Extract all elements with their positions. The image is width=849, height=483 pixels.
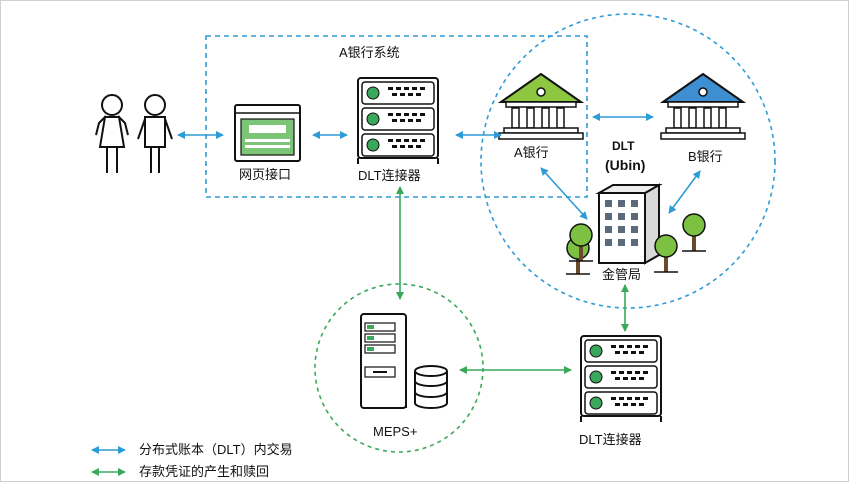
bank-a-system-label: A银行系统 [339,45,400,60]
dlt-subtitle: (Ubin) [605,157,646,173]
dlt-title: DLT [612,139,635,153]
database-icon [414,365,448,409]
blue-arrows [177,113,701,220]
meps-label: MEPS+ [373,424,418,439]
dlt-connector-bottom-server-icon [580,335,662,423]
bank-b-icon [659,72,747,140]
legend-green-label: 存款凭证的产生和赎回 [139,464,270,479]
bank-a-label: A银行 [514,145,549,160]
legend-blue-label: 分布式账本（DLT）内交易 [139,442,293,457]
bank-a-icon [497,72,585,140]
web-interface-icon [234,104,301,162]
mas-building-icon [595,183,663,265]
green-arrows [396,186,629,374]
bank-b-label: B银行 [688,149,723,164]
web-interface-label: 网页接口 [239,167,292,182]
dlt-connector-bottom-label: DLT连接器 [579,432,642,447]
mas-label: 金管局 [602,267,642,282]
users-icon [95,94,173,173]
dlt-connector-top-label: DLT连接器 [358,168,421,183]
meps-server-icon [360,313,407,409]
dlt-connector-top-server-icon [357,77,439,165]
dlt-network-boundary [480,13,776,309]
